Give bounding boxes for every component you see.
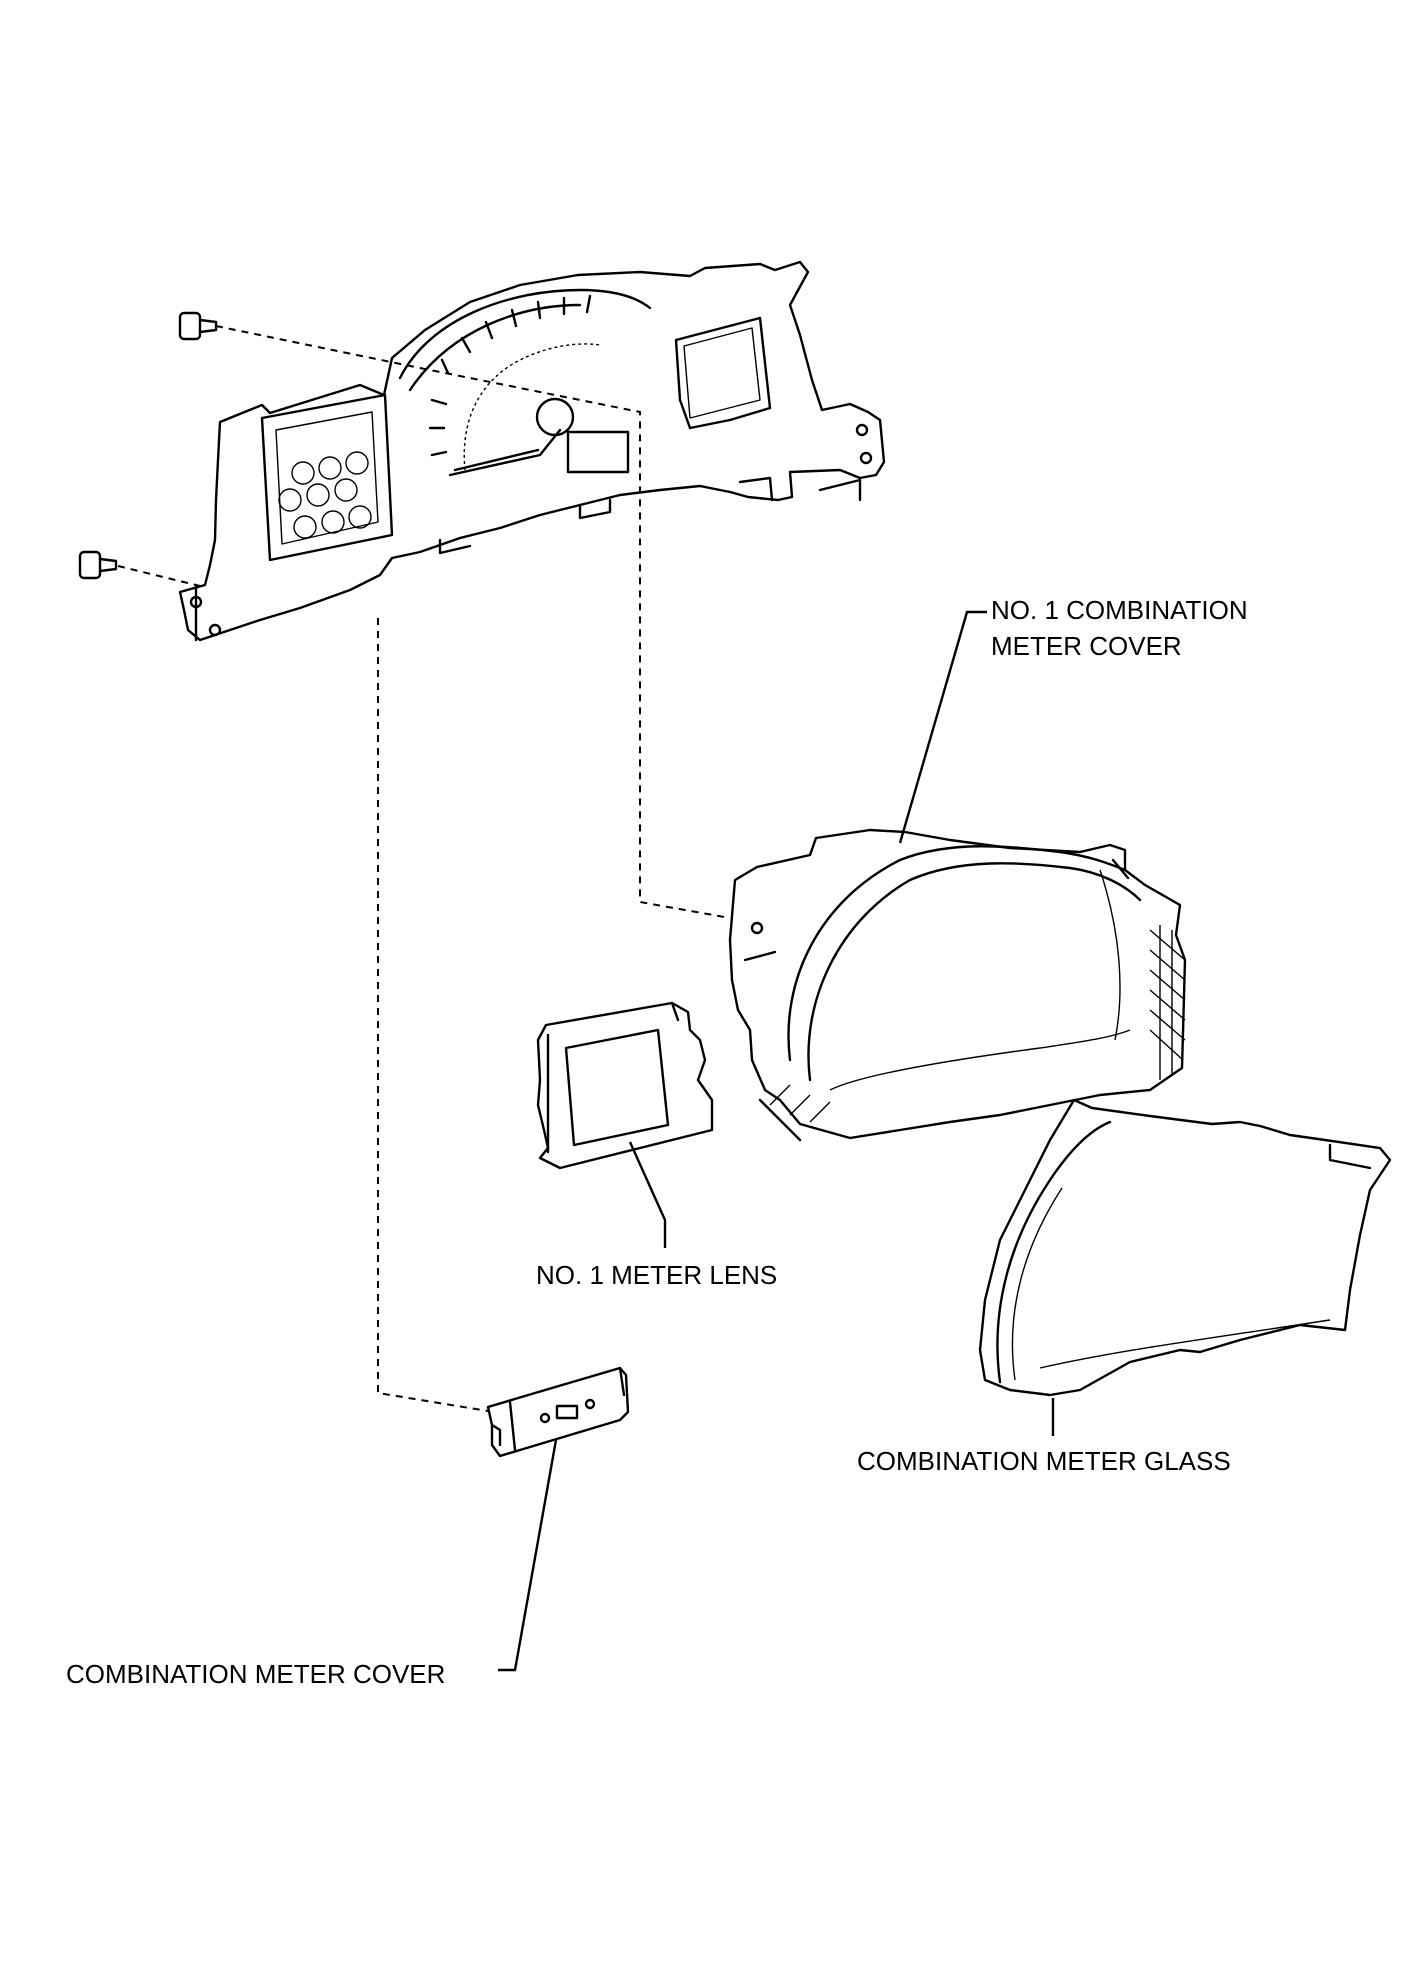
assembly-lines (117, 325, 731, 1414)
leader-lens (628, 1141, 667, 1248)
label-no1-cover-line1: NO. 1 COMBINATION (991, 595, 1248, 625)
no1-combination-meter-cover (728, 828, 1187, 1142)
combination-meter-glass (978, 1098, 1392, 1397)
label-no1-cover-line2: METER COVER (991, 631, 1182, 661)
combination-meter-housing (178, 260, 886, 642)
combination-meter-cover-part (486, 1366, 630, 1458)
label-combination-meter-cover: COMBINATION METER COVER (66, 1659, 446, 1689)
leader-no1-cover (898, 610, 987, 844)
screw-upper (178, 311, 218, 341)
leader-cover (498, 1439, 558, 1672)
screw-lower (78, 550, 118, 580)
label-no1-meter-lens: NO. 1 METER LENS (536, 1260, 778, 1290)
label-no1-combination-meter-cover: NO. 1 COMBINATION METER COVER (991, 592, 1248, 664)
label-combination-meter-glass: COMBINATION METER GLASS (857, 1446, 1231, 1476)
no1-meter-lens (536, 1001, 714, 1170)
